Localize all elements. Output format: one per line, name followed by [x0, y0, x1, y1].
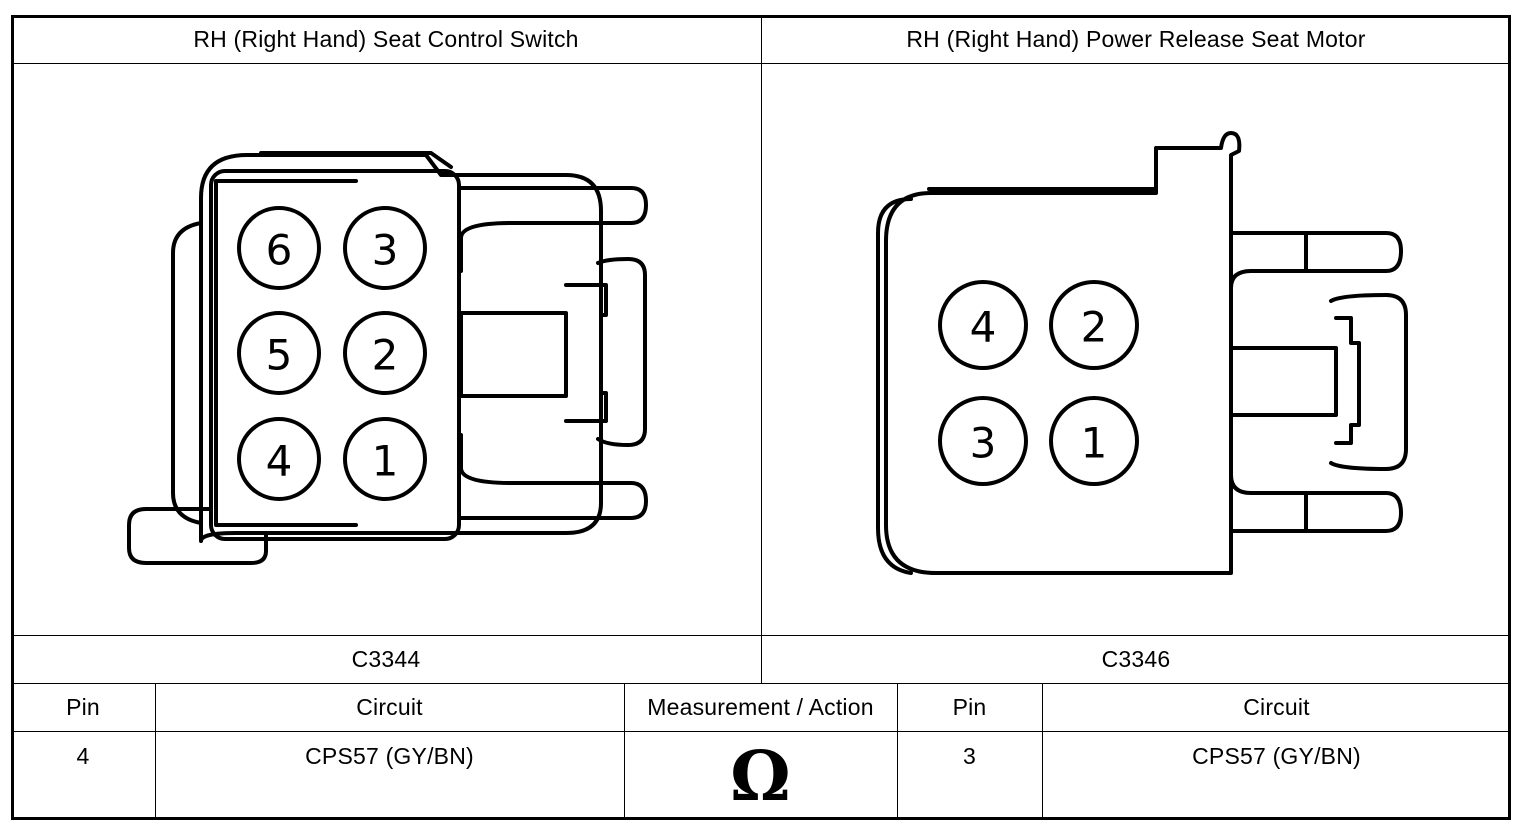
left-pin-2-label: 2 [372, 331, 399, 380]
right-latch-arm-top [1229, 231, 1403, 290]
header-circuit-b: Circuit [1243, 693, 1310, 720]
left-pin-5-label: 5 [266, 331, 293, 380]
ohm-icon: Ω [730, 737, 791, 817]
left-pin-3-circle [343, 206, 427, 290]
left-pin-2-circle [343, 311, 427, 395]
left-latch-lock [459, 311, 568, 398]
left-housing-outline [199, 153, 603, 543]
divider-connectors [761, 15, 762, 684]
left-housing-shadow [259, 151, 453, 169]
divider-col-1 [155, 683, 156, 820]
right-lock-clip [1334, 316, 1361, 445]
right-pin-2-circle [1049, 280, 1139, 370]
row-pin-a: 4 [76, 743, 90, 769]
right-lock-tab [1329, 293, 1408, 471]
right-latch-lock [1229, 346, 1338, 417]
divider-col-3 [897, 683, 898, 820]
divider-col-4 [1042, 683, 1043, 820]
header-pin-b: Pin [952, 693, 987, 720]
left-bottom-tab [127, 507, 268, 565]
left-lock-tab [596, 257, 647, 447]
left-pin-1-label: 1 [372, 437, 399, 486]
right-pin-4-circle [938, 280, 1028, 370]
right-housing-outline [884, 131, 1242, 575]
right-connector-id: C3346 [1101, 645, 1171, 672]
header-circuit-a: Circuit [356, 693, 423, 720]
left-connector-id: C3344 [351, 645, 421, 672]
left-pin-6-label: 6 [266, 226, 293, 275]
left-pin-6-circle [237, 206, 321, 290]
left-latch-arm-bottom [457, 433, 648, 520]
left-connector-face-view: 6 3 5 2 4 1 [127, 151, 648, 565]
right-pin-1-circle [1049, 396, 1139, 486]
right-pin-3-label: 3 [970, 419, 997, 468]
left-pin-5-circle [237, 311, 321, 395]
row-circuit-b: CPS57 (GY/BN) [1192, 743, 1361, 769]
left-pin-cavity [214, 179, 358, 527]
right-housing-shadow [876, 197, 913, 575]
right-pin-1-label: 1 [1081, 419, 1108, 468]
left-latch-arm-top [457, 186, 648, 273]
left-side-latch [171, 221, 203, 525]
left-lock-clip [564, 283, 608, 423]
right-pin-4-label: 4 [970, 303, 997, 352]
left-pin-4-circle [237, 417, 321, 501]
divider-table-header [11, 731, 1511, 732]
row-pin-b: 3 [963, 743, 976, 769]
right-pin-2-label: 2 [1081, 303, 1108, 352]
right-connector-face-view: 4 2 3 1 [876, 131, 1408, 575]
row-circuit-a: CPS57 (GY/BN) [305, 743, 474, 769]
right-connector-title: RH (Right Hand) Power Release Seat Motor [906, 25, 1366, 52]
right-pin-3-circle [938, 396, 1028, 486]
right-latch-arm-bottom [1229, 473, 1403, 533]
left-pin-3-label: 3 [372, 226, 399, 275]
left-pin-4-label: 4 [266, 437, 293, 486]
left-connector-title: RH (Right Hand) Seat Control Switch [193, 25, 579, 52]
header-pin-a: Pin [66, 693, 100, 720]
divider-col-2 [624, 683, 625, 820]
header-measurement: Measurement / Action [647, 693, 874, 720]
left-pin-1-circle [343, 417, 427, 501]
